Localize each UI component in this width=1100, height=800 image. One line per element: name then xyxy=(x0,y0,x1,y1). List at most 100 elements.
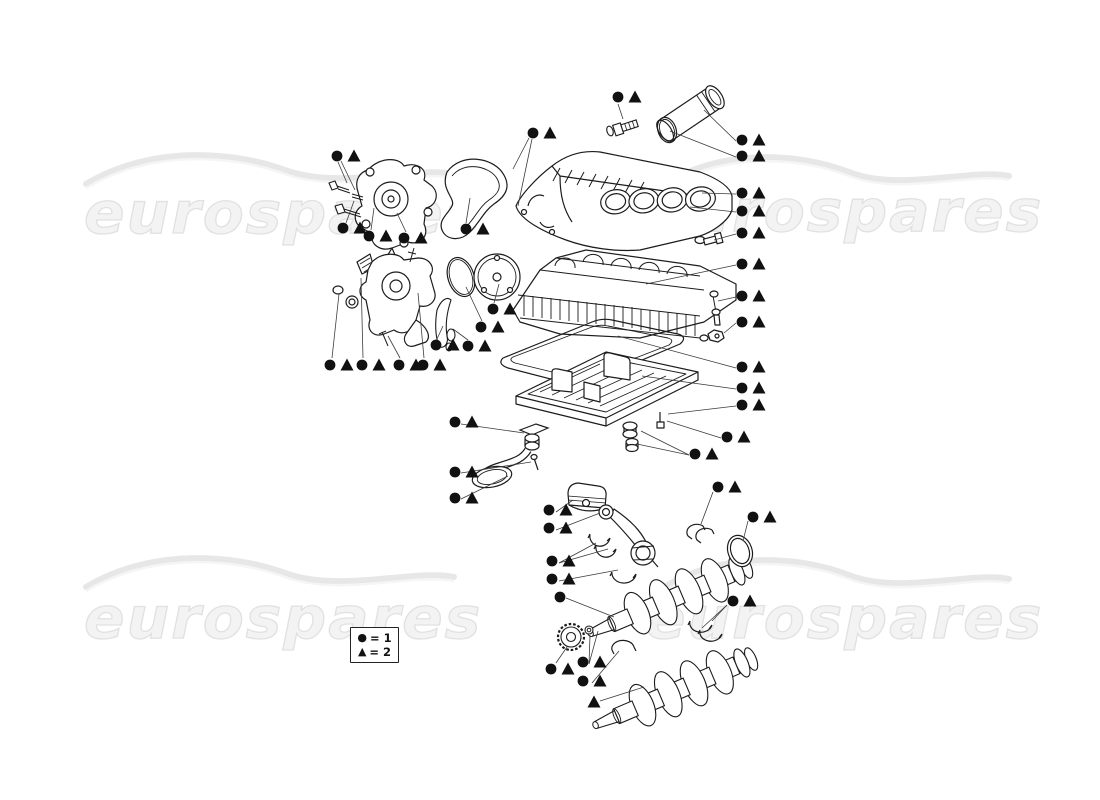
dot-icon xyxy=(543,522,555,534)
dot-icon xyxy=(449,466,461,478)
leader-line xyxy=(667,405,737,415)
leader-line xyxy=(331,293,340,359)
crankcase-gasket-drawing xyxy=(500,318,685,386)
quantity-marker xyxy=(577,655,607,668)
dot-icon xyxy=(736,134,748,146)
quantity-marker xyxy=(475,320,505,333)
dot-icon xyxy=(398,232,410,244)
leader-line xyxy=(465,197,471,224)
dot-icon xyxy=(689,448,701,460)
dot-icon xyxy=(430,339,442,351)
quantity-marker xyxy=(527,126,557,139)
rear-seal-drawing xyxy=(726,534,754,568)
triangle-icon xyxy=(752,398,766,411)
dot-icon xyxy=(460,223,472,235)
quantity-marker xyxy=(736,398,766,411)
dot-icon xyxy=(337,222,349,234)
triangle-icon xyxy=(752,381,766,394)
pan-grommet xyxy=(622,421,638,439)
quantity-marker xyxy=(356,358,386,371)
dot-icon xyxy=(527,127,539,139)
main-bearing-shells-drawing xyxy=(611,620,723,655)
quantity-marker xyxy=(736,133,766,146)
leader-line xyxy=(717,296,737,302)
quantity-marker xyxy=(543,503,573,516)
leader-line xyxy=(645,264,737,285)
triangle-icon xyxy=(465,415,479,428)
leader-line xyxy=(465,286,483,322)
leader-line xyxy=(713,233,737,241)
leader-line xyxy=(599,686,645,702)
leader-line xyxy=(460,475,509,500)
quantity-marker xyxy=(430,338,460,351)
quantity-markers xyxy=(324,90,777,708)
dot-icon xyxy=(736,382,748,394)
watermark-eurospares: eurospares xyxy=(644,584,1044,652)
triangle-icon xyxy=(465,465,479,478)
legend-triangle-row: ▲ = 2 xyxy=(358,645,391,659)
dot-icon xyxy=(736,258,748,270)
quantity-marker xyxy=(747,510,777,523)
dot-icon: ● xyxy=(357,631,367,644)
leader-line xyxy=(700,491,714,525)
leader-line xyxy=(345,200,355,224)
triangle-icon xyxy=(478,339,492,352)
quantity-marker xyxy=(449,465,479,478)
leader-line xyxy=(558,542,597,564)
dot-icon xyxy=(356,359,368,371)
triangle-icon xyxy=(476,222,490,235)
triangle-icon xyxy=(562,572,576,585)
leader-line xyxy=(493,283,500,304)
triangle-icon xyxy=(593,674,607,687)
quantity-marker xyxy=(554,591,566,603)
leader-line xyxy=(555,646,568,664)
quantity-marker xyxy=(398,231,428,244)
triangle-icon xyxy=(465,491,479,504)
water-pump-drawing xyxy=(328,159,437,263)
quantity-marker xyxy=(736,226,766,239)
quantity-marker xyxy=(545,662,575,675)
leader-line xyxy=(703,109,737,142)
leader-line xyxy=(641,375,737,390)
triangle-icon xyxy=(559,503,573,516)
dot-icon xyxy=(736,361,748,373)
leader-line xyxy=(517,138,533,207)
triangle-icon xyxy=(752,186,766,199)
dot-icon xyxy=(449,416,461,428)
leader-line xyxy=(640,430,690,456)
triangle-icon xyxy=(353,221,367,234)
dot-icon xyxy=(736,205,748,217)
triangle-icon xyxy=(743,594,757,607)
crank-sprocket-drawing xyxy=(556,622,594,652)
quantity-marker xyxy=(460,222,490,235)
triangle-icon xyxy=(737,430,751,443)
quantity-marker xyxy=(546,572,576,585)
dot-icon xyxy=(393,359,405,371)
triangle-icon xyxy=(372,358,386,371)
dot-icon xyxy=(546,573,558,585)
oil-pump-drawing xyxy=(332,247,436,347)
triangle-icon xyxy=(705,447,719,460)
quantity-marker xyxy=(689,447,719,460)
triangle-icon xyxy=(587,695,601,708)
quantity-marker xyxy=(449,491,479,504)
leader-line xyxy=(636,443,690,456)
dot-icon xyxy=(475,321,487,333)
triangle-icon xyxy=(752,315,766,328)
leader-line xyxy=(337,161,348,184)
dot-icon xyxy=(577,656,589,668)
triangle-icon xyxy=(752,149,766,162)
quantity-marker xyxy=(587,695,601,708)
quantity-marker xyxy=(736,381,766,394)
quantity-marker xyxy=(543,521,573,534)
triangle-icon xyxy=(752,204,766,217)
quantity-marker xyxy=(736,289,766,302)
quantity-marker xyxy=(577,674,607,687)
quantity-marker xyxy=(736,257,766,270)
legend-dot-value: = 1 xyxy=(369,631,392,645)
triangle-icon xyxy=(446,338,460,351)
leader-line xyxy=(617,103,624,120)
swoosh-line xyxy=(658,154,1012,192)
watermark-eurospares: eurospares xyxy=(83,584,483,652)
